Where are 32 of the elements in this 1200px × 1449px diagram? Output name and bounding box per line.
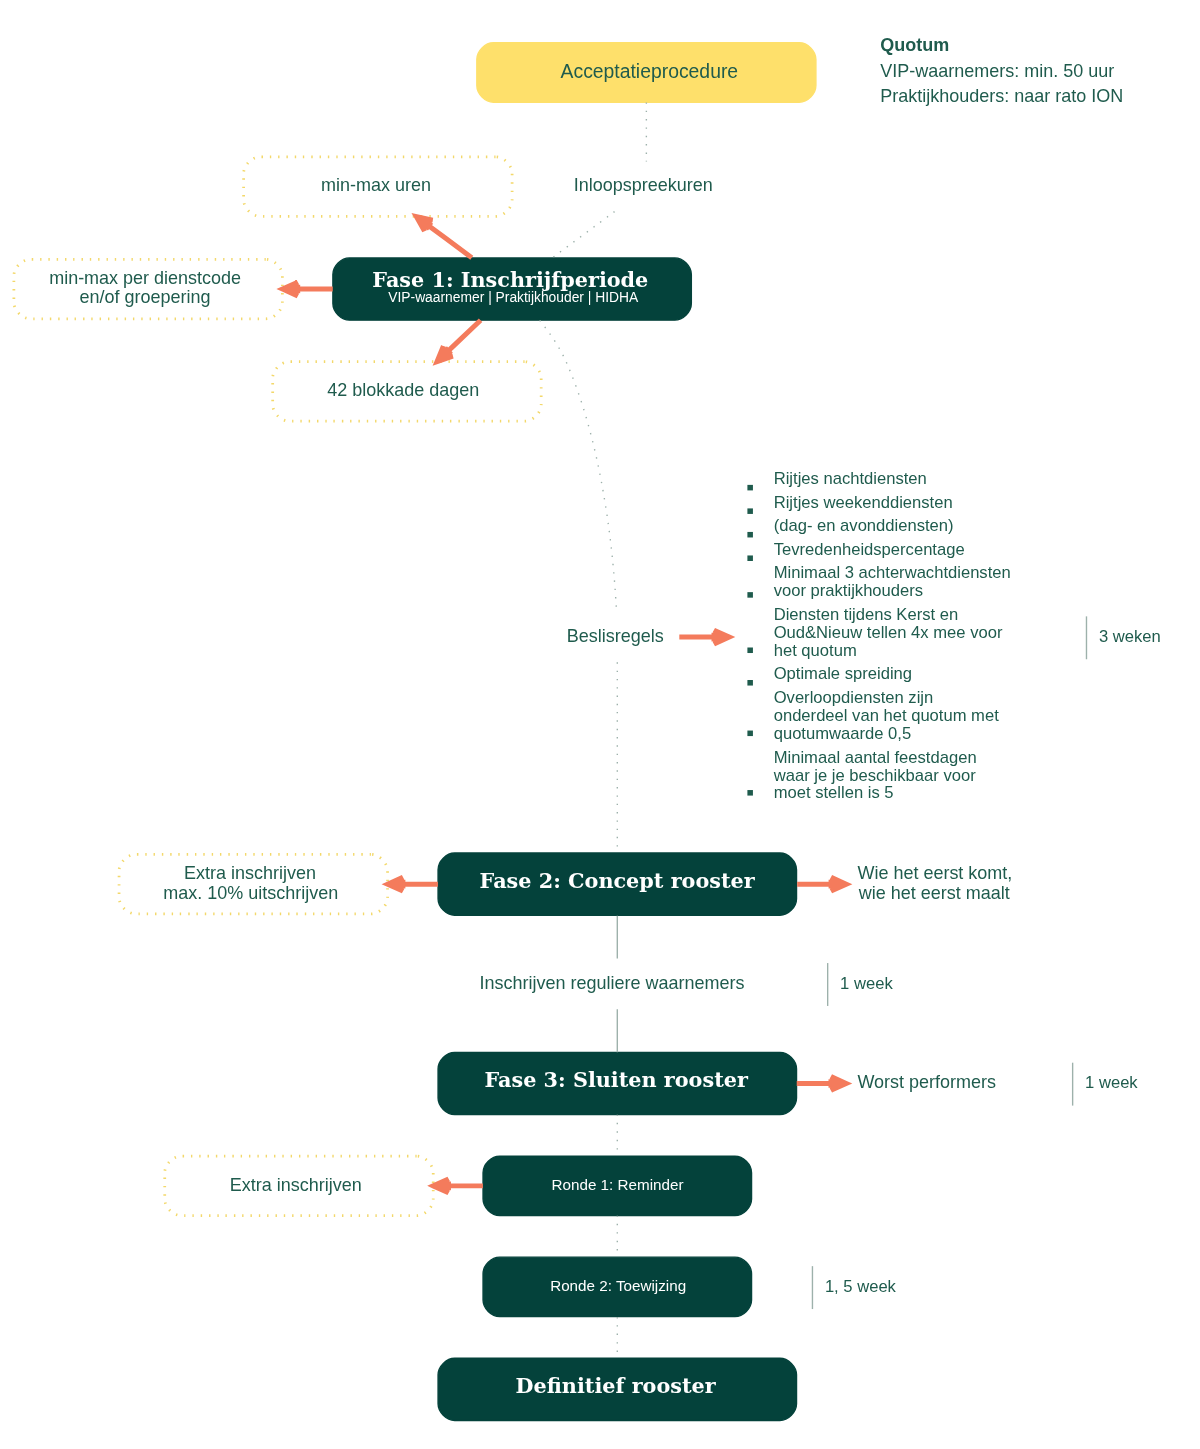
node-text: Rijtjes nachtdiensten Rijtjes weekenddiensten (dag- en avonddiensten) Tevredenheidspercentage Minimaal 3 achterwachtdiensten voor praktijkhouders Diensten tijdens Kerst en Oud&Nieuw tellen 4x mee voor het quotum Optimale spreiding Overloopdiensten zijn onderdeel van het quotum met quotumwaarde 0,5 Minimaal aantal feestdagen waar je je beschikbaar voor moet stellen is 5	[773, 468, 1011, 802]
node-box: Definitief rooster	[437, 1357, 798, 1421]
arrow	[679, 627, 732, 646]
node-box: Fase 3: Sluiten rooster	[437, 1051, 798, 1115]
label: VIP-waarnemers: min. 50 uur	[880, 60, 1115, 81]
node-box: min-max per dienstcode en/of groepering	[12, 257, 284, 320]
node-box: min-max uren	[242, 154, 514, 218]
connector	[616, 1007, 618, 1053]
node-box: Extra inschrijven	[163, 1154, 435, 1217]
arrow	[434, 318, 483, 364]
label: 1 week	[1085, 1072, 1138, 1092]
label: Quotum	[880, 34, 950, 55]
node-text: Wie het eerst komt, wie het eerst maalt	[857, 862, 1013, 903]
label: Praktijkhouders: naar rato ION	[880, 85, 1124, 106]
node-text: Worst performers	[857, 1071, 996, 1092]
label: 3 weken	[1098, 626, 1161, 646]
node-box: Ronde 1: Reminder	[482, 1154, 753, 1216]
arrow	[413, 213, 474, 260]
arrow	[796, 1073, 849, 1093]
node-box: Acceptatieprocedure	[476, 41, 817, 103]
node-box: Ronde 2: Toewijzing	[482, 1255, 753, 1317]
arrow	[430, 1176, 483, 1195]
label: 1 week	[840, 973, 893, 993]
node-box: Fase 2: Concept rooster	[437, 851, 798, 916]
node-box: 42 blokkade dagen	[271, 359, 543, 423]
label: 1, 5 week	[824, 1276, 896, 1296]
node-text: Inschrijven reguliere waarnemers	[479, 972, 745, 993]
node-text: Beslisregels	[566, 625, 664, 646]
node-box: Fase 1: Inschrijfperiode VIP-waarnemer | Praktijkhouder | HIDHA	[332, 256, 693, 321]
node-box: Extra inschrijven max. 10% uitschrijven	[117, 852, 389, 915]
node-text: Inloopspreekuren	[573, 174, 713, 195]
connector	[616, 914, 618, 959]
